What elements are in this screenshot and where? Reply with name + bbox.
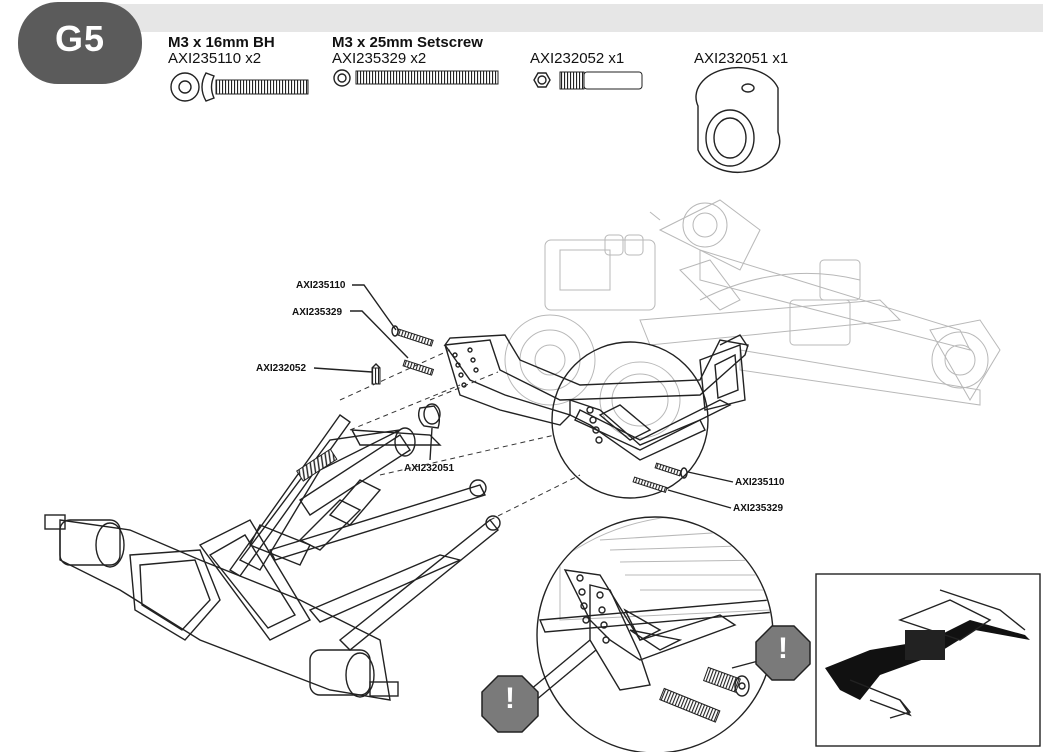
callout-bh-screw-top: AXI235110 <box>296 280 346 291</box>
header-band <box>95 4 1043 32</box>
motor-plate-drawing <box>443 334 749 451</box>
part-code-collar: AXI232051 x1 <box>694 50 789 67</box>
alignment-dashes <box>339 349 581 521</box>
rear-axle-assembly-drawing <box>44 414 501 701</box>
magnifier-circle-large <box>536 516 774 752</box>
callout-setscrew-top: AXI235329 <box>292 307 343 318</box>
exclamation-octagon-icon: ! <box>505 682 515 715</box>
callout-collar: AXI232051 <box>404 463 455 474</box>
callout-leaders <box>313 284 734 509</box>
notice-octagon-right <box>731 625 811 681</box>
setscrew-part-icon <box>333 69 499 87</box>
step-badge: G5 <box>18 2 142 84</box>
collar-part-icon <box>695 66 781 174</box>
part-code-pin: AXI232052 x1 <box>530 50 625 67</box>
callout-bh-screw-right: AXI235110 <box>735 477 785 488</box>
screws-right <box>632 462 688 493</box>
exclamation-octagon-icon: ! <box>778 632 788 665</box>
callout-setscrew-right: AXI235329 <box>733 503 784 514</box>
pin-part-icon <box>533 71 643 90</box>
screws-top <box>371 325 441 429</box>
step-label: G5 <box>54 18 106 59</box>
magnifier-circle-small <box>551 341 709 499</box>
bh-screw-part-icon <box>170 72 309 102</box>
part-code-bh-screw: AXI235110 x2 <box>168 50 262 67</box>
faded-chassis-drawing <box>504 199 1001 439</box>
overview-inset <box>815 573 1041 747</box>
part-code-setscrew: AXI235329 x2 <box>332 50 427 67</box>
part-name-bh-screw: M3 x 16mm BH <box>168 34 275 51</box>
callout-pin: AXI232052 <box>256 363 307 374</box>
notice-octagon-left <box>481 639 597 733</box>
part-name-setscrew: M3 x 25mm Setscrew <box>332 34 483 51</box>
